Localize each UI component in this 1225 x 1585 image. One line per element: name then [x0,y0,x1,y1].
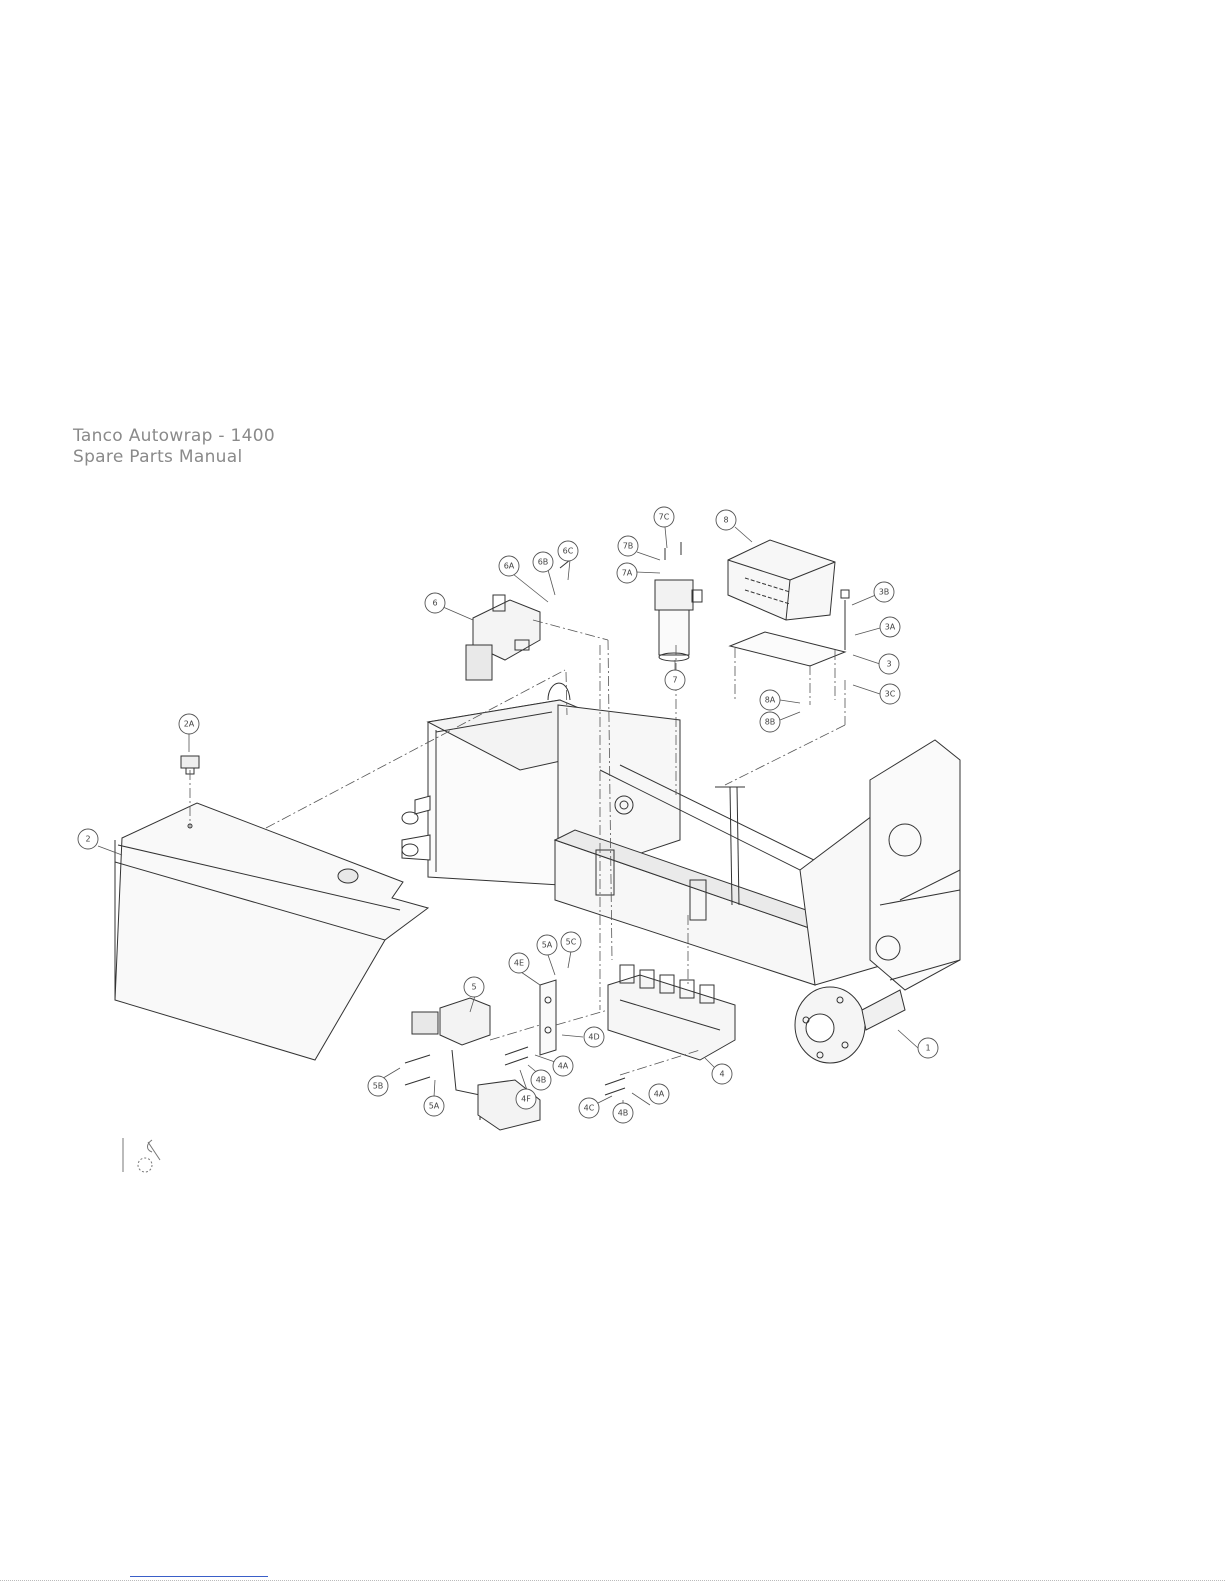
svg-text:6A: 6A [504,562,515,571]
callout-4a-lower: 4A [649,1084,669,1104]
callout-4f: 4F [516,1089,536,1109]
callout-7a: 7A [617,563,637,583]
callout-5c: 5C [561,932,581,952]
guard-cover [115,803,428,1060]
footer-link-underline [130,1576,268,1577]
callout-3b: 3B [874,582,894,602]
svg-text:7A: 7A [622,569,633,578]
svg-text:3: 3 [886,660,891,669]
svg-text:4C: 4C [584,1104,595,1113]
svg-text:8: 8 [723,516,728,525]
svg-text:5A: 5A [542,941,553,950]
svg-text:4B: 4B [536,1076,547,1085]
callout-3a: 3A [880,617,900,637]
callout-1: 1 [918,1038,938,1058]
svg-text:3B: 3B [879,588,890,597]
filter-7 [655,580,702,661]
callout-4d: 4D [584,1027,604,1047]
svg-text:4A: 4A [654,1090,665,1099]
svg-text:7C: 7C [659,513,670,522]
callout-8b: 8B [760,712,780,732]
callout-2a: 2A [179,714,199,734]
bracket-4e [540,980,556,1055]
control-box-8 [728,540,849,666]
svg-text:7B: 7B [623,542,634,551]
callout-6b: 6B [533,552,553,572]
svg-text:6B: 6B [538,558,549,567]
svg-text:2A: 2A [184,720,195,729]
callout-4b-lower: 4B [613,1103,633,1123]
svg-text:4D: 4D [588,1033,599,1042]
svg-text:2: 2 [85,835,90,844]
callout-8a: 8A [760,690,780,710]
valve-bank-4 [608,965,735,1060]
svg-text:4A: 4A [558,1062,569,1071]
callout-7b: 7B [618,536,638,556]
callout-3: 3 [879,654,899,674]
svg-text:4B: 4B [618,1109,629,1118]
page-bottom-rule [0,1580,1225,1581]
wrench-gear-logo-icon [123,1138,160,1172]
svg-text:3A: 3A [885,623,896,632]
callout-7c: 7C [654,507,674,527]
callout-6c: 6C [558,541,578,561]
callout-4c: 4C [579,1098,599,1118]
callout-8: 8 [716,510,736,530]
axle-hub [795,987,905,1063]
svg-text:4E: 4E [514,959,524,968]
callout-7: 7 [665,670,685,690]
svg-text:5C: 5C [566,938,577,947]
callout-4b-upper: 4B [531,1070,551,1090]
callout-6: 6 [425,593,445,613]
callout-4: 4 [712,1064,732,1084]
svg-text:8B: 8B [765,718,776,727]
svg-text:5A: 5A [429,1102,440,1111]
main-frame [402,683,960,990]
svg-text:6: 6 [432,599,437,608]
callout-6a: 6A [499,556,519,576]
svg-text:5B: 5B [373,1082,384,1091]
svg-text:1: 1 [925,1044,930,1053]
callout-4e: 4E [509,953,529,973]
svg-text:4F: 4F [521,1095,531,1104]
callout-4a-upper: 4A [553,1056,573,1076]
valve-6 [466,595,540,680]
svg-text:5: 5 [471,983,476,992]
svg-text:7: 7 [672,676,677,685]
svg-text:6C: 6C [563,547,574,556]
callout-5a-upper: 5A [537,935,557,955]
svg-text:3C: 3C [885,690,896,699]
svg-text:8A: 8A [765,696,776,705]
svg-text:4: 4 [719,1070,724,1079]
callout-5: 5 [464,977,484,997]
callout-2: 2 [78,829,98,849]
callout-5a-lower: 5A [424,1096,444,1116]
callout-5b: 5B [368,1076,388,1096]
callout-3c: 3C [880,684,900,704]
